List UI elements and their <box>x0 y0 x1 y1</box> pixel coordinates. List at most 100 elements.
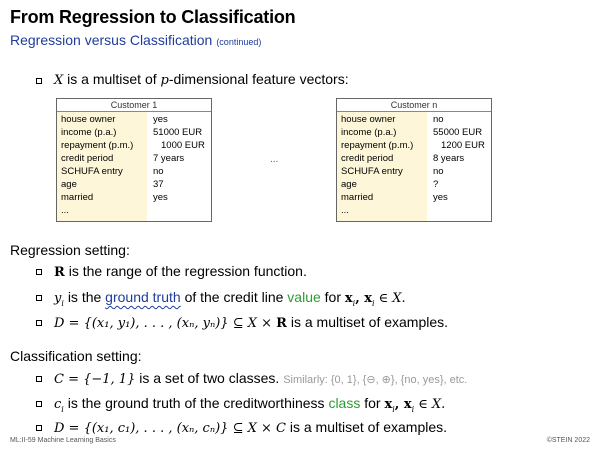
row-value: 37 <box>153 179 164 190</box>
bullet-square-icon <box>36 78 42 84</box>
ground-truth-link[interactable]: ground truth <box>105 289 181 305</box>
customer-n-title: Customer n <box>337 99 491 112</box>
table-row: married yes <box>57 191 211 204</box>
similarly-note: Similarly: {0, 1}, {⊖, ⊕}, {no, yes}, et… <box>283 374 468 386</box>
row-value: yes <box>153 114 168 125</box>
row-value: yes <box>153 192 168 203</box>
value-keyword: value <box>287 289 321 305</box>
math-R: R <box>54 265 65 280</box>
table-row: ... <box>337 204 491 217</box>
table-row: income (p.a.)51000 EUR <box>57 126 211 139</box>
regression-text-1: is the range of the regression function. <box>68 263 307 279</box>
row-key: ... <box>341 205 349 216</box>
slide-title: From Regression to Classification <box>10 7 296 27</box>
math-D-definition: D = {(x₁, c₁), . . . , (xₙ, cₙ)} ⊆ X × C <box>54 421 286 436</box>
intro-bullet: X is a multiset of p-dimensional feature… <box>54 70 349 90</box>
classification-text-2a: is the ground truth of the creditworthin… <box>67 395 325 411</box>
regression-text-3: is a multiset of examples. <box>290 314 449 330</box>
classification-heading: Classification setting: <box>10 348 142 364</box>
key-column-bg <box>57 112 147 221</box>
regression-text-2a: is the <box>67 289 102 305</box>
customer-n-body: house owner no income (p.a.) 55000 EUR rep… <box>337 112 491 221</box>
row-key: SCHUFA entry <box>61 166 123 177</box>
table-row: ... <box>57 204 211 217</box>
table-row: credit period 8 years <box>337 152 491 165</box>
intro-text-2: -dimensional feature vectors: <box>168 71 349 87</box>
row-value: 55000 EUR <box>433 127 483 138</box>
math-C-definition: C = {−1, 1} <box>54 372 136 387</box>
math-R: R <box>276 316 287 331</box>
row-value: no <box>433 114 444 125</box>
row-key: credit period <box>341 153 394 164</box>
key-column-bg <box>337 112 427 221</box>
customer-1-body: house owner yes income (p.a.)51000 EUR re… <box>57 112 211 221</box>
math-in-X: ∈ X. <box>378 291 406 306</box>
table-row: age 37 <box>57 178 211 191</box>
row-key: married <box>61 192 94 203</box>
footer-left: ML:II-59 Machine Learning Basics <box>10 437 116 444</box>
row-key: house owner <box>61 114 116 125</box>
between-ellipsis: ... <box>270 154 279 165</box>
math-D-definition: D = {(x₁, y₁), . . . , (xₙ, yₙ)} ⊆ X × <box>54 316 277 331</box>
bullet-square-icon <box>36 269 42 275</box>
math-x: x <box>384 397 393 412</box>
math-y: y <box>54 291 62 306</box>
row-key: age <box>341 179 357 190</box>
bullet-square-icon <box>36 376 42 382</box>
table-row: repayment (p.m.) 1000 EUR <box>57 139 211 152</box>
intro-text-1: is a multiset of <box>67 71 157 87</box>
row-key: repayment (p.m.) <box>61 140 134 151</box>
row-value: 51000 EUR <box>153 127 203 138</box>
continued-label: (continued) <box>216 37 262 47</box>
row-value: 8 years <box>433 153 465 164</box>
row-value: 1200 EUR <box>441 140 485 151</box>
footer-copyright: ©STEIN 2022 <box>546 437 590 444</box>
regression-bullet-1: R is the range of the regression functio… <box>54 262 307 282</box>
row-key: credit period <box>61 153 114 164</box>
math-c: c <box>54 397 62 412</box>
class-keyword: class <box>328 395 361 411</box>
classification-bullet-3: D = {(x₁, c₁), . . . , (xₙ, cₙ)} ⊆ X × C… <box>54 418 447 438</box>
math-subscript: i <box>352 298 356 308</box>
row-key: house owner <box>341 114 396 125</box>
row-value: no <box>153 166 164 177</box>
math-x2: , x <box>355 291 373 306</box>
bullet-square-icon <box>36 295 42 301</box>
regression-bullet-2: yi is the ground truth of the credit lin… <box>54 288 406 313</box>
row-value: ? <box>433 179 439 190</box>
regression-text-2b: of the credit line <box>184 289 284 305</box>
classification-text-3: is a multiset of examples. <box>289 419 448 435</box>
math-x2: , x <box>394 397 412 412</box>
row-key: age <box>61 179 77 190</box>
customer-1-title: Customer 1 <box>57 99 211 112</box>
table-row: age? <box>337 178 491 191</box>
row-value: no <box>433 166 444 177</box>
table-row: repayment (p.m.)1200 EUR <box>337 139 491 152</box>
customer-n-table: Customer n house owner no income (p.a.) 55… <box>336 98 492 222</box>
math-subscript: i <box>61 404 64 414</box>
row-key: SCHUFA entry <box>341 166 403 177</box>
math-X: X <box>54 73 64 88</box>
row-key: ... <box>61 205 69 216</box>
regression-text-2c: for <box>324 289 341 305</box>
table-row: house owner yes <box>57 113 211 126</box>
bullet-square-icon <box>36 320 42 326</box>
math-subscript: i <box>392 404 395 414</box>
table-row: SCHUFA entry no <box>57 165 211 178</box>
classification-text-2b: for <box>364 395 381 411</box>
bullet-square-icon <box>36 425 42 431</box>
regression-bullet-3: D = {(x₁, y₁), . . . , (xₙ, yₙ)} ⊆ X × R… <box>54 313 448 333</box>
customer-1-table: Customer 1 house owner yes income (p.a.)5… <box>56 98 212 222</box>
math-in-X: ∈ X. <box>418 397 446 412</box>
slide-subtitle: Regression versus Classification(continu… <box>10 32 261 48</box>
math-subscript: i <box>61 298 64 308</box>
classification-bullet-2: ci is the ground truth of the creditwort… <box>54 394 445 419</box>
row-value: 1000 EUR <box>161 140 205 151</box>
regression-heading: Regression setting: <box>10 242 130 258</box>
math-p: p <box>160 73 169 88</box>
math-x: x <box>344 291 353 306</box>
row-key: income (p.a.) <box>341 127 397 138</box>
table-row: SCHUFA entry no <box>337 165 491 178</box>
